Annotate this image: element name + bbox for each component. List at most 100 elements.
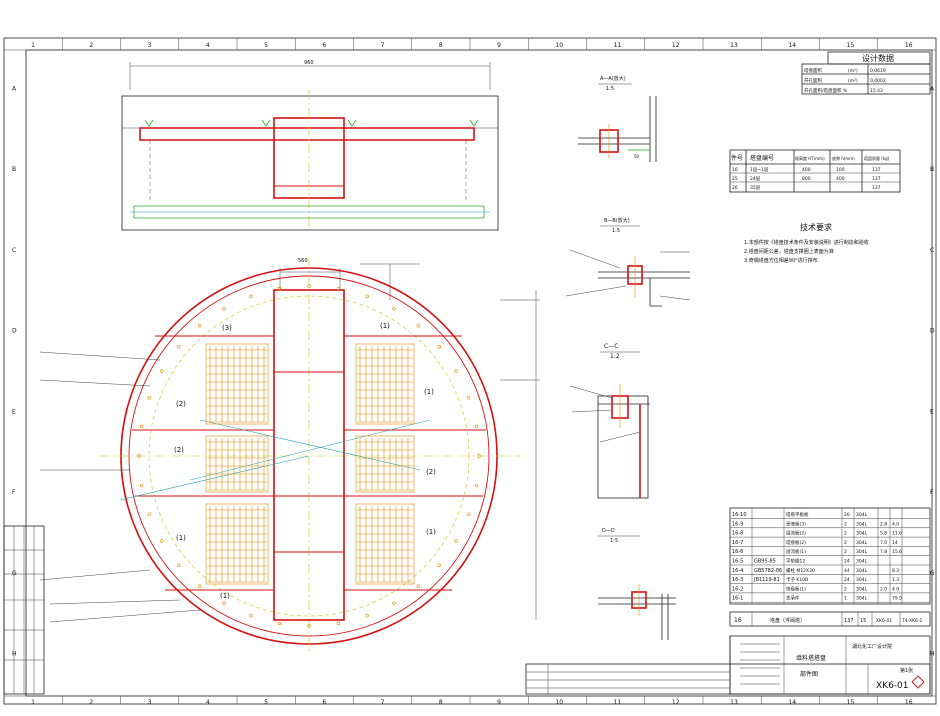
grid-col-label-bottom: 5: [264, 699, 268, 706]
ring-bolt: [474, 424, 479, 429]
bom-cell-mat: 304L: [856, 577, 868, 583]
bom-cell-no: 16-6: [732, 549, 743, 555]
tray-table-cell: 400: [802, 167, 811, 173]
ring-bolt: [467, 396, 471, 400]
bom-cell-qty: 1: [844, 596, 847, 602]
bom-cell-w2: 79.5: [892, 596, 902, 602]
bom-cell-mat: 304L: [856, 531, 868, 537]
ring-bolt: [307, 284, 311, 288]
bom-cell-qty: 2: [844, 586, 847, 592]
bom-cell-no: 16-3: [732, 577, 743, 583]
grid-col-label-bottom: 9: [497, 699, 501, 706]
tray-th-code: 塔盘编号: [750, 154, 774, 162]
design-row-1-unit: (m²): [848, 68, 858, 74]
design-row-1-value: 0.0619: [870, 68, 886, 74]
section-aa: A—A(放大) 1:5 50: [578, 75, 657, 162]
valve-field: [355, 435, 415, 493]
grid-row-label: B: [12, 166, 16, 173]
bom-summary-sheet: T4-XK6-1: [901, 618, 923, 624]
grid-col-label-bottom: 6: [322, 699, 326, 706]
grid-row-label-right: D: [930, 328, 935, 335]
tray-table-cell: 400: [836, 176, 845, 182]
bom-cell-w1: 7.0: [880, 540, 887, 546]
section-cc: C—C 1:2: [569, 343, 650, 499]
valve-field: [205, 343, 269, 425]
title-block: 湖北化工厂设计院 填料塔塔盘 部件图 第1张 XK6-01: [525, 635, 931, 695]
tray-label-1-lower: (1): [426, 528, 436, 536]
bom-cell-mat: 304L: [856, 549, 868, 555]
grid-row-label-right: H: [930, 651, 935, 658]
grid-row-label: H: [12, 651, 17, 658]
tray-label-2-mid: (2): [174, 446, 184, 454]
grid-col-label-bottom: 14: [788, 699, 796, 706]
section-dd-scale: 1:5: [610, 538, 618, 544]
bom-cell-no: 16-9: [732, 521, 743, 527]
valve-field: [355, 503, 415, 585]
bom-cell-no: 16-8: [732, 531, 743, 537]
section-dd-title: D—D: [602, 528, 615, 534]
tray-label-1-right: (1): [424, 388, 434, 396]
grid-row-label: D: [12, 328, 17, 335]
grid-col-label: 15: [847, 42, 855, 49]
bom-cell-name: 平垫圈12: [786, 558, 805, 565]
grid-col-label-bottom: 12: [672, 699, 680, 706]
ring-bolt: [139, 424, 144, 429]
bom-cell-no: 16-10: [732, 512, 747, 518]
grid-row-label-right: C: [930, 247, 934, 254]
tray-number-table: 件号 塔盘编号 堰高度 HT(mm) 底隙 h(mm) 塔盘质量 (kg) 16…: [729, 149, 901, 193]
bom-cell-mat: 304L: [856, 568, 868, 574]
tray-label-2-right: (2): [426, 468, 436, 476]
ring-bolt: [147, 512, 151, 516]
bom-cell-name: 溢流板(1): [786, 548, 806, 555]
grid-col-label-bottom: 13: [730, 699, 738, 706]
tray-table-cell: 800: [802, 176, 811, 182]
grid-row-label: F: [12, 489, 16, 496]
ring-bolt: [416, 324, 420, 328]
tb-name-2: 部件图: [800, 670, 818, 678]
ring-bolt: [249, 294, 253, 298]
bom-cell-mat: 304L: [856, 540, 868, 546]
design-data-table: 设计数据 塔盘面积 (m²) 0.0619 开孔面积 (m²) 0.0002 开…: [801, 51, 931, 95]
ring-bolt: [177, 345, 181, 349]
tb-sheet: 第1张: [900, 667, 913, 674]
bom-summary-name: 塔盘（浮阀塔）: [770, 617, 805, 624]
grid-row-label-right: B: [930, 166, 934, 173]
ring-bolt: [365, 614, 369, 618]
bom-cell-mat: 304L: [856, 586, 868, 592]
design-row-2-label: 开孔面积: [804, 77, 822, 84]
grid-col-label-bottom: 4: [206, 699, 210, 706]
ring-bolt: [365, 294, 369, 298]
drawing-frame: [3, 37, 937, 705]
tray-table-cell: 24层: [750, 176, 761, 182]
design-row-3-label: 开孔面积/塔盘面积 %: [804, 87, 848, 94]
valve-field: [355, 343, 415, 425]
grid-col-label: 13: [730, 42, 738, 49]
grid-row-label-right: G: [930, 570, 935, 577]
bom-cell-w2: 11.6: [892, 531, 902, 537]
bom-cell-w2: 8.3: [892, 568, 899, 574]
bom-cell-no: 16-1: [732, 596, 743, 602]
grid-col-label-bottom: 16: [905, 699, 913, 706]
bom-cell-w2: 4.0: [892, 586, 899, 592]
tray-th-h: 底隙 h(mm): [832, 155, 855, 161]
ring-bolt: [392, 307, 396, 311]
tray-label-1-top: (1): [380, 322, 390, 330]
grid-col-label-bottom: 1: [31, 699, 35, 706]
bom-summary-dwg: XK6-01: [876, 618, 892, 624]
bom-summary-qty: 137: [844, 618, 854, 624]
grid-col-label: 6: [322, 42, 326, 49]
bom-cell-name: 塔盘平板板: [786, 511, 809, 518]
bom-cell-code: GB5782-86: [754, 568, 782, 574]
bom-cell-qty: 20: [844, 512, 850, 518]
grid-col-label: 14: [788, 42, 796, 49]
bom-cell-w2: 15.6: [892, 549, 902, 555]
bom-cell-name: 卡子 K10B: [786, 576, 808, 583]
ring-bolt: [160, 369, 164, 373]
ring-bolt: [222, 601, 226, 605]
bom-cell-qty: 24: [844, 577, 850, 583]
grid-col-label: 2: [89, 42, 93, 49]
bom-cell-code: JB1119-81: [753, 577, 780, 583]
tech-req-1: 1.本部件按《塔盘技术条件及安装说明》进行制造和验收: [744, 239, 869, 246]
ring-bolt: [307, 624, 311, 628]
bom-cell-qty: 24: [844, 559, 850, 565]
